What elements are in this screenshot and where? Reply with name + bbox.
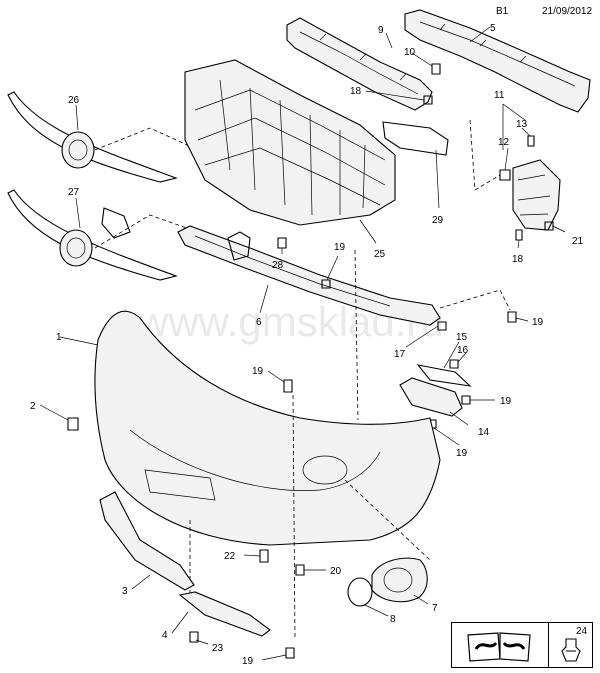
part-2-sensor — [67, 417, 79, 431]
callout-4: 4 — [162, 630, 168, 641]
part-26-grille-trim — [7, 91, 178, 183]
callout-6: 6 — [256, 317, 262, 328]
part-27-emblem — [59, 229, 93, 267]
plate-recess — [144, 469, 216, 501]
callout-18-lower: 18 — [512, 254, 524, 265]
callout-18-upper: 18 — [350, 86, 362, 97]
part-23-bolt — [189, 631, 199, 643]
part-16-clip — [449, 359, 459, 369]
part-10-clip — [431, 63, 441, 75]
part-5-upper-beam — [404, 9, 591, 113]
part-20-bolt — [295, 564, 305, 576]
part-26-emblem — [61, 131, 95, 169]
callout-1: 1 — [56, 332, 62, 343]
part-4-lower-strip — [178, 591, 271, 637]
part-28-clip — [277, 237, 287, 249]
part-18-clip-upper — [423, 95, 433, 105]
part-19-screw-c — [461, 395, 471, 405]
book-tool-icon — [467, 632, 531, 662]
part-15-bracket — [416, 364, 472, 387]
diagram-date: 21/09/2012 — [542, 6, 593, 17]
callout-17: 17 — [394, 349, 406, 360]
callout-27: 27 — [68, 187, 80, 198]
part-7-fog-bezel — [371, 557, 428, 603]
callout-19-b: 19 — [532, 317, 544, 328]
callout-5: 5 — [490, 23, 496, 34]
part-12-retainer — [499, 169, 511, 181]
callout-21: 21 — [572, 236, 584, 247]
fog-opening — [302, 455, 348, 485]
part-27-grille-trim — [7, 189, 178, 281]
callout-8: 8 — [390, 614, 396, 625]
part-11-side-bracket — [512, 159, 561, 231]
callout-16: 16 — [457, 345, 469, 356]
callout-29: 29 — [432, 215, 444, 226]
callout-13: 13 — [516, 119, 528, 130]
part-6-lower-bar — [177, 225, 441, 326]
legend-ref-number: 24 — [576, 626, 588, 637]
part-17-clip — [437, 321, 447, 331]
callout-26: 26 — [68, 95, 80, 106]
sheet-id: B1 — [496, 6, 509, 17]
callout-22: 22 — [224, 551, 236, 562]
part-19-screw-b — [507, 311, 517, 323]
callout-19-f: 19 — [242, 656, 254, 667]
callout-12: 12 — [498, 137, 510, 148]
callout-14: 14 — [478, 427, 490, 438]
callout-19-a: 19 — [334, 242, 346, 253]
part-18-clip-lower — [515, 229, 523, 241]
callout-25: 25 — [374, 249, 386, 260]
part-14-retainer — [399, 377, 463, 417]
part-8-ring — [347, 577, 373, 607]
part-9-upper-bracket — [286, 17, 433, 111]
part-19-screw-e — [283, 379, 293, 393]
callout-19-c: 19 — [500, 396, 512, 407]
part-25-grille-housing — [184, 59, 396, 226]
callout-19-d: 19 — [456, 448, 468, 459]
clip-icon — [561, 638, 581, 662]
part-22-bolt — [259, 549, 269, 563]
part-29-insert — [382, 121, 449, 156]
part-1-bumper-cover — [94, 310, 441, 546]
part-19-screw-f — [285, 647, 295, 659]
callout-3: 3 — [122, 586, 128, 597]
callout-7: 7 — [432, 603, 438, 614]
callout-9: 9 — [378, 25, 384, 36]
callout-23: 23 — [212, 643, 224, 654]
callout-15: 15 — [456, 332, 468, 343]
legend-divider — [548, 623, 549, 667]
part-13-screw — [527, 135, 535, 147]
part-27-badge — [101, 207, 131, 239]
part-21-screw — [544, 221, 554, 231]
callout-11: 11 — [494, 90, 505, 101]
part-6-mount — [227, 231, 251, 261]
legend-box: 24 — [451, 622, 593, 668]
callout-10: 10 — [404, 47, 416, 58]
callout-28: 28 — [272, 260, 284, 271]
callout-19-e: 19 — [252, 366, 264, 377]
part-3-lower-trim — [99, 491, 195, 591]
callout-2: 2 — [30, 401, 36, 412]
callout-20: 20 — [330, 566, 342, 577]
